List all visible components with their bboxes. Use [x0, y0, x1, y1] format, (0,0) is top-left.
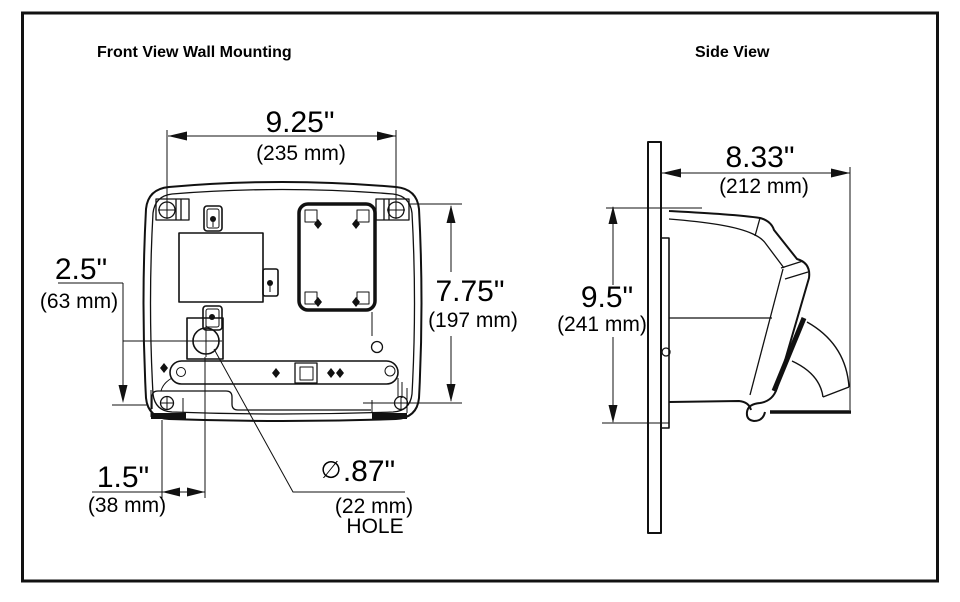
dim-depth: 8.33" (212 mm) — [662, 141, 851, 410]
front-view-title: Front View Wall Mounting — [97, 44, 292, 61]
air-outlet-face — [771, 317, 807, 392]
dim-hole-vertical-metric: (63 mm) — [40, 290, 118, 313]
dim-hole-horizontal: 1.5" (38 mm) — [88, 357, 206, 517]
dim-side-height: 9.5" (241 mm) — [557, 206, 702, 424]
dim-width-metric: (235 mm) — [256, 142, 346, 165]
hinge-bump — [661, 347, 671, 357]
back-plate — [660, 237, 670, 429]
hole-callout-label: HOLE — [346, 515, 403, 538]
mounting-tab-top-right — [375, 198, 410, 221]
dim-hole-vertical-inches: 2.5" — [55, 253, 107, 286]
dim-height-metric: (197 mm) — [428, 309, 518, 332]
keyhole-slot-top — [203, 205, 223, 232]
diameter-symbol: ∅ — [321, 457, 342, 484]
drawing-border — [21, 11, 939, 583]
wire-hook — [370, 340, 384, 354]
cable-entry-bracket — [186, 317, 224, 360]
side-view: Side View 8.33 — [557, 44, 851, 534]
bar-foot-connectors — [160, 377, 403, 398]
wall-section — [647, 141, 662, 534]
dim-side-height-metric: (241 mm) — [557, 313, 647, 336]
nozzle-sweep-arcs — [791, 321, 850, 398]
cutout-opening — [297, 202, 384, 354]
dim-height: 7.75" (197 mm) — [363, 203, 518, 404]
hole-callout-metric: (22 mm) — [335, 495, 413, 518]
dim-height-inches: 7.75" — [435, 275, 504, 308]
dryer-profile — [661, 210, 851, 422]
left-edge-marker — [160, 363, 168, 373]
dim-side-height-inches: 9.5" — [581, 281, 633, 314]
dim-hole-horizontal-inches: 1.5" — [97, 461, 149, 494]
mounting-tab-top-left — [155, 198, 190, 221]
dim-depth-metric: (212 mm) — [719, 175, 809, 198]
dim-depth-inches: 8.33" — [725, 141, 794, 174]
dim-width: 9.25" (235 mm) — [166, 106, 397, 201]
hole-callout: ∅ .87" (22 mm) HOLE — [213, 348, 413, 538]
bottom-bar — [169, 360, 399, 385]
dim-hole-horizontal-metric: (38 mm) — [88, 494, 166, 517]
electrical-box — [178, 232, 264, 303]
keyhole-slot-side — [262, 268, 279, 297]
bottom-step — [151, 390, 371, 411]
dim-width-inches: 9.25" — [265, 106, 334, 139]
hole-callout-inches: .87" — [343, 455, 395, 488]
side-view-title: Side View — [695, 44, 770, 61]
front-view: Front View Wall Mounting — [40, 44, 518, 538]
dim-hole-vertical: 2.5" (63 mm) — [40, 253, 222, 406]
housing-outline-inner — [149, 188, 416, 415]
bottom-foot-left — [150, 390, 186, 419]
